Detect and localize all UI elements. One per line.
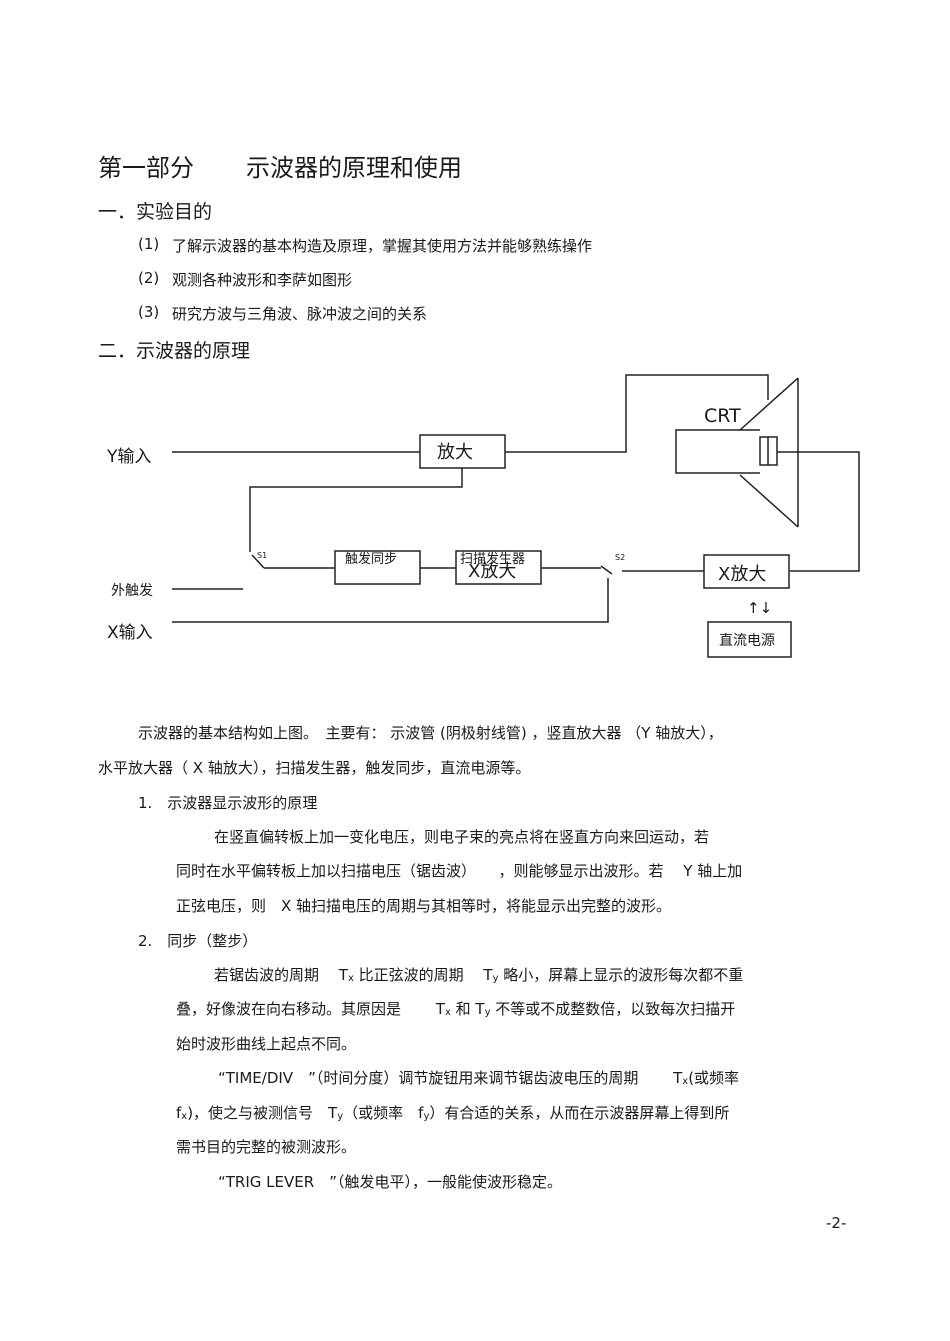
trigger-feed-wire (249, 468, 463, 552)
inner-x-amp-label: X放大 (468, 561, 516, 582)
amplifier-label: 放大 (437, 442, 473, 463)
sweep-generator-label: 扫描发生器 (460, 551, 525, 567)
x-amplifier-label: X放大 (718, 564, 766, 585)
bidirectional-arrow-icon: ↑↓ (747, 599, 772, 617)
list-item: 研究方波与三角波、脉冲波之间的关系 (172, 305, 428, 323)
trigger-sync-label: 触发同步 (345, 551, 397, 567)
page-number: -2- (826, 1214, 847, 1232)
list-item-num: (1) (138, 235, 160, 253)
external-trigger-label: 外触发 (111, 583, 153, 599)
section-heading-purpose: 一．实验目的 (98, 201, 213, 223)
paragraph-line: 叠，好像波在向右移动。其原因是 Tx 和 Ty 不等或不成整数倍，以致每次扫描开 (176, 1000, 736, 1018)
x-input-label: X输入 (107, 623, 153, 643)
paragraph-line: 在竖直偏转板上加一变化电压，则电子束的亮点将在竖直方向来回运动，若 (214, 828, 710, 846)
x-input-wire (172, 578, 609, 623)
s1-switch (251, 554, 265, 569)
paragraph-line: 同时在水平偏转板上加以扫描电压（锯齿波） ，则能够显示出波形。若 Y 轴上加 (176, 862, 743, 880)
paragraph-line: “TRIG LEVER ”（触发电平），一般能使波形稳定。 (218, 1173, 562, 1191)
subsection-title-sync: 2. 同步（整步） (138, 932, 258, 950)
crt-funnel-top (739, 377, 799, 431)
xamp-to-crt-wire (777, 451, 860, 572)
paragraph-line: 需书目的完整的被测波形。 (176, 1138, 357, 1156)
paragraph-line: 若锯齿波的周期 Tx 比正弦波的周期 Ty 略小，屏幕上显示的波形每次都不重 (214, 966, 744, 984)
paragraph-line: fx)，使之与被测信号 Ty（或频率 fy）有合适的关系，从而在示波器屏幕上得到… (176, 1104, 730, 1122)
crt-funnel-bottom (739, 474, 799, 528)
amp-to-crt-wire (505, 374, 769, 453)
y-input-label: Y输入 (106, 447, 151, 467)
list-item-num: (2) (138, 269, 160, 287)
subsection-title-display: 1. 示波器显示波形的原理 (138, 794, 318, 812)
list-item: 观测各种波形和李萨如图形 (172, 271, 353, 289)
paragraph-line: “TIME/DIV ”（时间分度）调节旋钮用来调节锯齿波电压的周期 Tx(或频率 (218, 1069, 740, 1087)
list-item: 了解示波器的基本构造及原理，掌握其使用方法并能够熟练操作 (172, 237, 593, 255)
paragraph-line: 始时波形曲线上起点不同。 (176, 1035, 357, 1053)
dc-supply-box (707, 621, 792, 658)
x-amplifier-box (703, 554, 790, 589)
doc-title-part: 第一部分 (98, 154, 194, 182)
intro-line-1: 示波器的基本结构如上图。 主要有： 示波管 (阴极射线管) ，竖直放大器 （Y … (138, 724, 723, 742)
s2-switch (600, 565, 613, 575)
crt-neck (675, 429, 760, 474)
doc-title: 示波器的原理和使用 (246, 154, 462, 182)
list-item-num: (3) (138, 303, 160, 321)
s2-label: S2 (615, 553, 625, 562)
intro-line-2: 水平放大器（ X 轴放大），扫描发生器，触发同步，直流电源等。 (98, 759, 531, 777)
dc-supply-label: 直流电源 (719, 632, 775, 649)
paragraph-line: 正弦电压，则 X 轴扫描电压的周期与其相等时，将能显示出完整的波形。 (176, 897, 672, 915)
section-heading-principle: 二．示波器的原理 (98, 340, 251, 362)
crt-label: CRT (704, 405, 741, 427)
oscilloscope-block-diagram: CRT Y输入 放大 S1 触发同步 扫描发生器 X放大 S2 X放大 外触发 … (106, 374, 860, 658)
s1-label: S1 (257, 551, 267, 560)
